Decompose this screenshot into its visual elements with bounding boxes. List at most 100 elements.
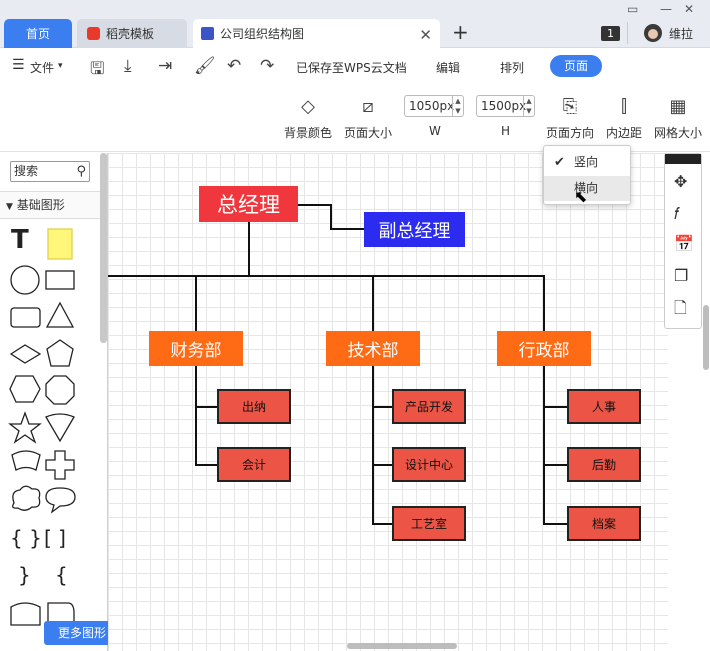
page-icon[interactable]: 🗋 — [674, 298, 687, 317]
org-node-sub[interactable]: 会计 — [217, 447, 291, 482]
flowchart-doc-icon — [201, 27, 214, 40]
window-arrow-icon[interactable]: ▭ — [627, 2, 639, 16]
cross-shape-icon — [45, 450, 75, 480]
sidebar-scrollbar[interactable] — [100, 153, 107, 343]
more-shapes-button[interactable]: 更多图形 — [44, 621, 120, 645]
circle-shape-icon — [10, 265, 40, 295]
document-shape-icon — [10, 602, 41, 626]
format-painter-icon[interactable]: 🖌 — [194, 56, 216, 76]
width-stepper-icon[interactable]: ▲▼ — [452, 96, 463, 116]
org-node-sub[interactable]: 档案 — [567, 506, 641, 541]
bracket-shape-icon: [ ] — [44, 526, 66, 550]
rounded-rect-shape-icon — [10, 307, 41, 328]
margin-button[interactable]: ⫿ 内边距 — [606, 96, 642, 141]
margin-icon: ⫿ — [621, 96, 627, 117]
cloud-shape-icon — [12, 485, 41, 511]
org-node-sub[interactable]: 产品开发 — [392, 389, 466, 424]
background-color-button[interactable]: ◇ 背景颜色 — [284, 96, 332, 141]
star-shape-icon — [8, 411, 42, 444]
tab-edit[interactable]: 编辑 — [436, 61, 461, 75]
org-node-sub[interactable]: 工艺室 — [392, 506, 466, 541]
undo-icon[interactable]: ↶ — [227, 56, 242, 76]
note-shape-icon — [47, 228, 73, 260]
org-node-department[interactable]: 技术部 — [326, 331, 420, 366]
tab-template-label: 稻壳模板 — [106, 27, 155, 41]
org-node-general-manager[interactable]: 总经理 — [199, 186, 298, 222]
left-brace-shape-icon: { — [55, 563, 68, 587]
redo-icon[interactable]: ↷ — [260, 56, 275, 76]
margin-label: 内边距 — [606, 126, 643, 140]
hamburger-icon[interactable]: ☰ — [12, 57, 25, 73]
width-input[interactable]: 1050px ▲▼ — [404, 95, 464, 117]
org-node-department[interactable]: 财务部 — [149, 331, 243, 366]
org-node-deputy-manager[interactable]: 副总经理 — [364, 212, 465, 247]
braces-shape-icon: { } — [10, 526, 42, 550]
connector-sub — [372, 406, 392, 408]
tab-template[interactable]: 稻壳模板 — [77, 19, 187, 48]
search-input[interactable]: 搜索 ⚲ — [10, 161, 90, 182]
drawing-canvas[interactable]: 总经理 副总经理 财务部 技术部 行政部 出纳 会计 产品开发 设计中心 工艺室… — [108, 153, 668, 651]
minimize-button[interactable]: — — [660, 2, 672, 16]
triangle-shape-icon — [45, 301, 75, 328]
connector-top-vice — [298, 204, 332, 206]
horizontal-scrollbar[interactable] — [347, 643, 457, 649]
section-basic-shapes[interactable]: ▼ 基础图形 — [0, 191, 100, 219]
tab-home[interactable]: 首页 — [4, 19, 72, 48]
height-stepper-icon[interactable]: ▲▼ — [523, 96, 534, 116]
hexagon-shape-icon — [9, 375, 41, 403]
avatar[interactable] — [644, 24, 662, 42]
connector-sub — [372, 464, 392, 466]
page-orientation-button[interactable]: ⎘ 页面方向 — [546, 96, 594, 141]
connector-sub — [543, 464, 567, 466]
text-shape-icon: T — [11, 225, 29, 255]
save-icon[interactable]: 🖫 — [90, 59, 105, 79]
divider — [627, 22, 628, 44]
navigator-icon[interactable]: ✥ — [674, 172, 688, 191]
orientation-landscape-option[interactable]: 横向 — [544, 176, 630, 201]
checkmark-icon: ✔ — [554, 155, 565, 170]
close-tab-icon[interactable]: ✕ — [419, 26, 432, 44]
right-brace-shape-icon: } — [18, 563, 31, 587]
vertical-scrollbar[interactable] — [703, 305, 709, 370]
user-name[interactable]: 维拉 — [669, 27, 694, 41]
new-tab-button[interactable]: + — [452, 20, 469, 44]
tab-home-label: 首页 — [25, 27, 50, 41]
grid-size-button[interactable]: ▦ 网格大小 — [654, 96, 702, 141]
pages-icon[interactable]: ❐ — [674, 266, 689, 285]
height-input[interactable]: 1500px ▲▼ — [476, 95, 535, 117]
orientation-portrait-option[interactable]: ✔ 竖向 — [544, 150, 630, 175]
shape-sidebar: 搜索 ⚲ ▼ 基础图形 T { } [ ] } { — [0, 153, 108, 651]
connector-finance — [195, 275, 197, 465]
tab-document[interactable]: 公司组织结构图 ✕ — [193, 19, 440, 48]
tab-arrange[interactable]: 排列 — [500, 61, 525, 75]
export-icon[interactable]: ⇥ — [158, 56, 173, 76]
mouse-cursor-icon: ⬉ — [574, 187, 588, 206]
download-icon[interactable]: ⤓ — [124, 56, 132, 76]
connector-sub — [543, 523, 567, 525]
formula-icon[interactable]: 𝑓 — [674, 204, 679, 223]
org-node-department[interactable]: 行政部 — [497, 331, 591, 366]
pentagon-shape-icon — [46, 339, 74, 367]
calendar-icon[interactable]: 📅 — [674, 234, 694, 253]
docer-logo-icon — [87, 27, 100, 40]
octagon-shape-icon — [45, 375, 75, 405]
connector-sub — [543, 406, 567, 408]
connector-tech — [372, 275, 374, 525]
tab-page[interactable]: 页面 — [550, 55, 602, 77]
menu-bar: ☰ 文件 ▾ 🖫 ⤓ ⇥ 🖌 ↶ ↷ 已保存至WPS云文档 编辑 排列 — [0, 48, 710, 86]
org-node-sub[interactable]: 后勤 — [567, 447, 641, 482]
org-node-sub[interactable]: 人事 — [567, 389, 641, 424]
search-icon[interactable]: ⚲ — [76, 164, 86, 179]
page-size-icon: ⧄ — [362, 96, 374, 117]
shape-palette: T { } [ ] } { — [8, 225, 76, 626]
org-node-sub[interactable]: 设计中心 — [392, 447, 466, 482]
org-node-sub[interactable]: 出纳 — [217, 389, 291, 424]
funnel-shape-icon — [45, 413, 75, 443]
connector-sub — [195, 464, 217, 466]
close-window-button[interactable]: ✕ — [684, 2, 695, 16]
chevron-down-icon: ▾ — [58, 61, 63, 71]
window-count-badge[interactable]: 1 — [601, 26, 620, 41]
page-size-button[interactable]: ⧄ 页面大小 — [344, 96, 392, 141]
file-menu[interactable]: 文件 — [30, 61, 55, 75]
